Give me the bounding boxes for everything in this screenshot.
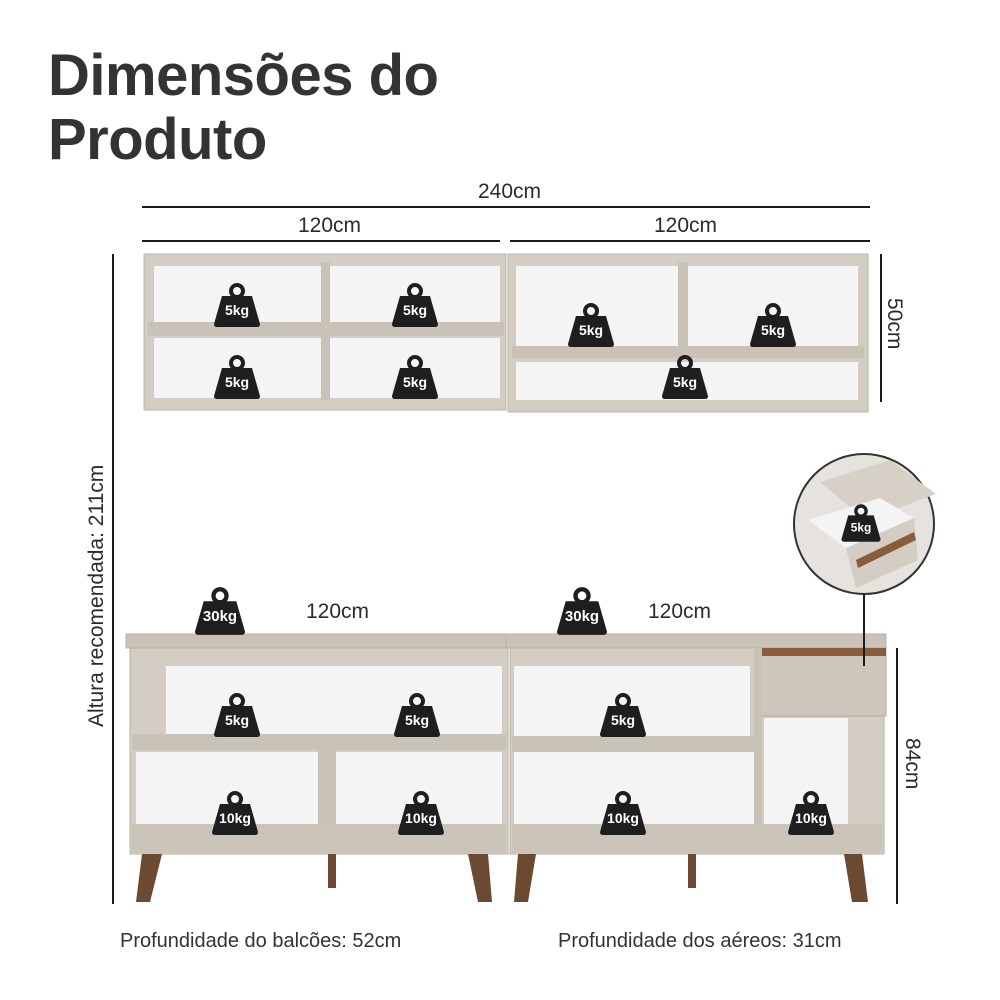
weight-glyph [398,791,444,835]
title-line-1: Dimensões do [48,43,439,108]
weight-icon: 5kg [392,692,442,738]
weight-label: 5kg [578,322,604,338]
weight-label: 5kg [610,712,636,728]
weight-label: 5kg [402,374,428,390]
weight-glyph [557,587,607,635]
weight-glyph [212,791,258,835]
weight-label: 5kg [224,712,250,728]
weight-label: 5kg [404,712,430,728]
page-title: Dimensões do Produto [48,43,439,172]
counter-depth-label: Profundidade do balcões: 52cm [120,930,402,952]
lower-left-counter [125,633,511,902]
lower-height-label: 84cm [901,738,924,790]
weight-label: 5kg [224,302,250,318]
weight-glyph [392,283,438,327]
lower-right-counter [505,633,887,902]
weight-icon: 10kg [396,790,446,836]
lower-height-line [896,648,898,904]
weight-glyph [195,587,245,635]
weight-icon: 5kg [840,503,883,542]
upper-right-cabinet [507,253,869,413]
title-line-2: Produto [48,107,267,172]
upper-height-line [880,254,882,402]
weight-label: 10kg [795,810,827,826]
weight-label: 5kg [224,374,250,390]
weight-icon: 5kg [390,282,440,328]
weight-glyph [214,283,260,327]
weight-icon: 5kg [660,354,710,400]
weight-label: 5kg [850,520,872,535]
weight-icon: 10kg [598,790,648,836]
upper-left-width-line [142,240,500,242]
weight-glyph [600,693,646,737]
lower-right-width-label: 120cm [648,600,712,623]
recommended-height-line [112,254,114,904]
weight-icon: 5kg [748,302,798,348]
upper-right-width-label: 120cm [654,214,718,237]
weight-label: 5kg [402,302,428,318]
weight-glyph [568,303,614,347]
weight-icon: 10kg [210,790,260,836]
weight-glyph [214,693,260,737]
weight-icon: 10kg [786,790,836,836]
lower-left-width-label: 120cm [306,600,370,623]
weight-glyph [392,355,438,399]
weight-label: 5kg [760,322,786,338]
weight-icon: 5kg [212,282,262,328]
weight-icon: 5kg [212,692,262,738]
weight-glyph [214,355,260,399]
upper-height-label: 50cm [883,298,906,350]
weight-label: 10kg [607,810,639,826]
weight-glyph [788,791,834,835]
recommended-height-label: Altura recomendada: 211cm [85,464,108,727]
weight-glyph [750,303,796,347]
total-width-label: 240cm [478,180,542,203]
weight-label: 30kg [202,608,238,625]
weight-glyph [394,693,440,737]
upper-left-width-label: 120cm [298,214,362,237]
upper-left-cabinet [143,253,507,411]
total-width-line [142,206,870,208]
weight-icon: 5kg [598,692,648,738]
weight-glyph [841,504,881,542]
weight-icon: 5kg [566,302,616,348]
weight-icon: 30kg [192,586,248,636]
weight-icon: 5kg [212,354,262,400]
weight-glyph [600,791,646,835]
weight-label: 5kg [672,374,698,390]
weight-icon: 5kg [390,354,440,400]
weight-label: 30kg [564,608,600,625]
weight-glyph [662,355,708,399]
weight-icon: 30kg [554,586,610,636]
upper-right-width-line [510,240,870,242]
upper-depth-label: Profundidade dos aéreos: 31cm [558,930,842,952]
weight-label: 10kg [405,810,437,826]
weight-label: 10kg [219,810,251,826]
